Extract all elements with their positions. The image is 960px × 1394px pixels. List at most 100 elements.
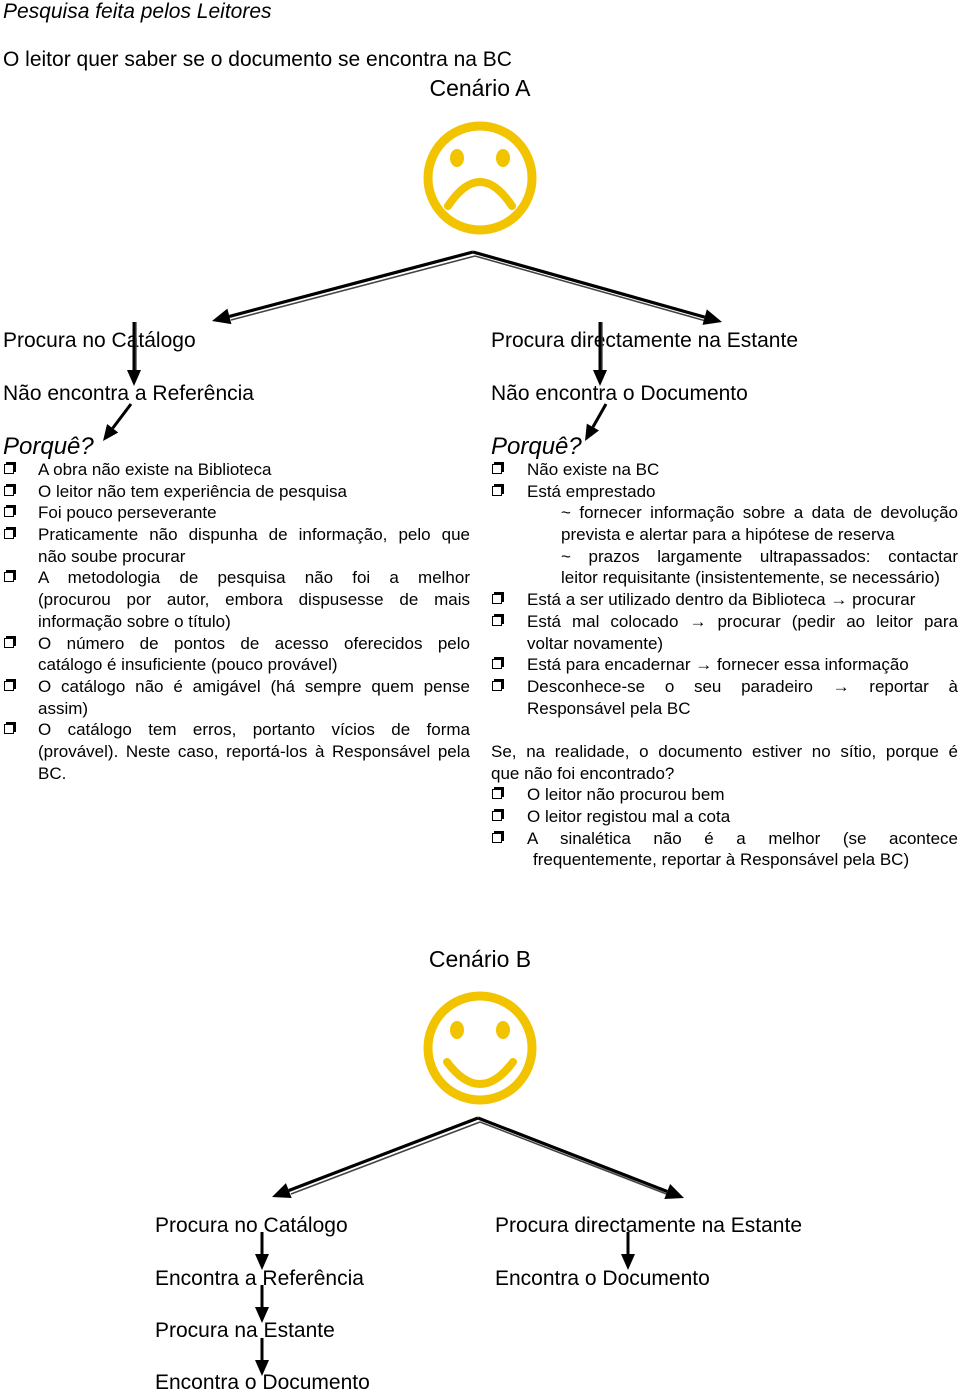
reason-item: Está mal colocado → procurar (pedir ao l…: [491, 611, 958, 654]
scenario-b-left-step-3: Procura na Estante: [155, 1319, 335, 1342]
reason-item: Praticamente não dispunha de informação,…: [3, 524, 470, 567]
down-arrow-b-reference-to-shelf: [255, 1285, 269, 1323]
followup-reason-item: O leitor não procurou bem: [491, 784, 958, 806]
followup-reason-item: A sinalética não é a melhor (se acontece…: [491, 828, 958, 871]
scenario-b-left-step-1: Procura no Catálogo: [155, 1214, 348, 1237]
reason-item: Está a ser utilizado dentro da Bibliotec…: [491, 589, 958, 611]
reason-item: Está para encadernar → fornecer essa inf…: [491, 654, 958, 676]
scenario-b-left-step-2: Encontra a Referência: [155, 1267, 364, 1290]
arrow-shadow: [290, 1121, 481, 1195]
paragraph-spacer: [491, 719, 958, 741]
scenario-b-right-step-2: Encontra o Documento: [495, 1267, 710, 1290]
shelf-reasons-list: Não existe na BC Está emprestado ~ forne…: [491, 459, 958, 871]
branch-arrow-b-shelf: [477, 1116, 684, 1199]
action-text: prevista e alertar para a hipótese de re…: [561, 525, 895, 545]
scenario-b-right-step-1: Procura directamente na Estante: [495, 1214, 803, 1237]
followup-question: Se, na realidade, o documento estiver no…: [491, 741, 958, 784]
arrow-shaft: [472, 250, 706, 319]
scenario-a-left-step-2: Não encontra a Referência: [3, 382, 254, 405]
sad-face-icon: [423, 121, 537, 235]
followup-reason-text: frequentemente, reportar à Responsável p…: [533, 850, 910, 870]
followup-reason-text: O leitor não procurou bem: [527, 785, 725, 805]
reason-text: Não existe na BC: [527, 460, 660, 479]
box-bullet-icon: [492, 659, 502, 670]
box-bullet-icon: [4, 572, 14, 583]
reason-text: A obra não existe na Biblioteca: [38, 460, 272, 479]
scenario-b-title: Cenário B: [428, 946, 532, 972]
followup-question-text: Se, na realidade, o documento estiver no…: [491, 741, 958, 761]
box-bullet-icon: [492, 594, 502, 605]
down-arrow-b-catalog-to-reference: [255, 1232, 269, 1270]
reason-item: Foi pouco perseverante: [3, 502, 470, 524]
reason-text: Foi pouco perseverante: [38, 503, 217, 523]
arrow-head: [664, 1184, 684, 1199]
arrow-head: [212, 308, 232, 325]
box-bullet-icon: [4, 464, 14, 474]
arrow-shaft: [111, 403, 133, 430]
box-bullet-icon: [492, 464, 502, 474]
reason-text: voltar novamente): [527, 633, 664, 653]
followup-reason-item: O leitor registou mal a cota: [491, 806, 958, 828]
reason-item: O catálogo tem erros, portanto vícios de…: [3, 719, 470, 784]
reason-text: Desconhece-se o seu paradeiro → reportar…: [527, 676, 958, 696]
box-bullet-icon: [4, 637, 14, 648]
box-bullet-icon: [492, 811, 502, 821]
action-item: ~ prazos largamente ultrapassados: conta…: [527, 546, 958, 589]
arrow-reference-to-why: [103, 403, 133, 441]
reason-text: Está para encadernar → fornecer essa inf…: [527, 655, 909, 675]
box-bullet-icon: [492, 615, 502, 626]
arrow-shadow: [474, 255, 707, 322]
smile-mouth: [443, 1058, 517, 1088]
followup-reason-text: O leitor registou mal a cota: [527, 807, 731, 826]
reason-item: Não existe na BC: [491, 459, 958, 481]
arrow-head: [702, 309, 722, 325]
reason-item: O catálogo não é amigável (há sempre que…: [3, 676, 470, 719]
scenario-a-title: Cenário A: [429, 75, 531, 101]
box-bullet-icon: [492, 789, 502, 800]
arrow-shaft: [228, 250, 474, 318]
arrow-shadow: [230, 255, 476, 321]
reason-text: BC.: [38, 763, 67, 783]
reason-item: O leitor não tem experiência de pesquisa: [3, 481, 470, 503]
scenario-b-left-step-4: Encontra o Documento: [155, 1371, 370, 1394]
reason-text: não soube procurar: [38, 546, 186, 566]
reason-text: (procurou por autor, embora dispusesse d…: [38, 590, 470, 610]
reason-text: Está emprestado: [527, 481, 656, 501]
branch-arrow-catalog: [212, 250, 476, 325]
reason-text: A metodologia de pesquisa não foi a melh…: [38, 568, 470, 588]
action-item: ~ fornecer informação sobre a data de de…: [527, 502, 958, 545]
arrow-shadow: [479, 1121, 670, 1196]
page-title: Pesquisa feita pelos Leitores: [3, 0, 272, 23]
arrow-shaft: [288, 1116, 479, 1193]
left-eye: [450, 1021, 464, 1039]
reason-text: O catálogo tem erros, portanto vícios de…: [38, 720, 470, 740]
box-bullet-icon: [4, 529, 14, 540]
arrow-head: [103, 424, 119, 441]
right-eye: [496, 149, 510, 167]
reason-text: O catálogo não é amigável (há sempre que…: [38, 676, 470, 696]
page-question: O leitor quer saber se o documento se en…: [3, 48, 512, 71]
reason-text: Está a ser utilizado dentro da Bibliotec…: [527, 590, 916, 610]
arrow-shaft: [591, 403, 608, 428]
branch-arrow-b-catalog: [272, 1116, 481, 1199]
scenario-a-left-why-label: Porquê?: [3, 433, 94, 460]
catalog-reasons-list: A obra não existe na Biblioteca O leitor…: [3, 459, 470, 784]
right-eye: [496, 1021, 510, 1039]
followup-question-text: que não foi encontrado?: [491, 763, 675, 783]
reason-item: Está emprestado ~ fornecer informação so…: [491, 481, 958, 589]
box-bullet-icon: [4, 724, 14, 735]
box-bullet-icon: [492, 680, 502, 691]
face-outline: [423, 121, 537, 235]
frown-mouth: [444, 178, 516, 210]
reason-item: A obra não existe na Biblioteca: [3, 459, 470, 481]
box-bullet-icon: [4, 507, 14, 518]
reason-text: Praticamente não dispunha de informação,…: [38, 525, 470, 545]
arrow-document-to-why: [585, 403, 608, 441]
box-bullet-icon: [492, 832, 502, 843]
arrow-shaft: [477, 1116, 668, 1193]
left-eye: [450, 149, 464, 167]
box-bullet-icon: [4, 485, 14, 496]
scenario-a-right-step-1: Procura directamente na Estante: [491, 329, 799, 352]
scenario-a-right-step-2: Não encontra o Documento: [491, 382, 748, 405]
